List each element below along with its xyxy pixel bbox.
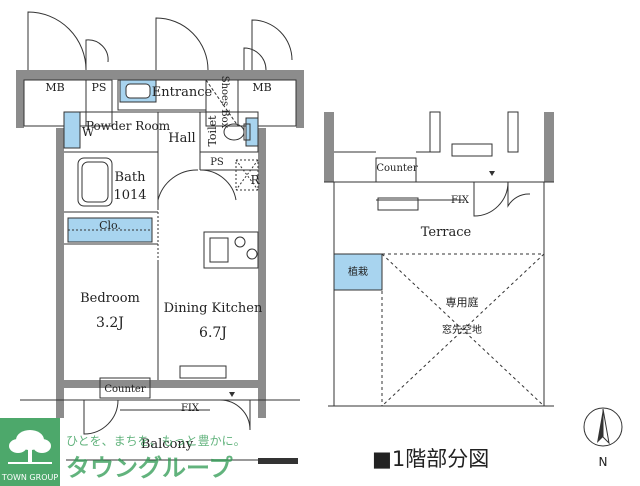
- floor-caption: ■1階部分図: [372, 447, 489, 471]
- balcony-door-swing: [83, 399, 119, 435]
- terrace-plan: [324, 111, 554, 407]
- ps-top-box: [85, 79, 113, 127]
- town-group-logo: [0, 418, 60, 486]
- window-space-label: 窓先空地: [442, 323, 482, 336]
- mb-right-label: MB: [252, 81, 271, 94]
- door-swing-2: [85, 39, 109, 70]
- closet-label: Clo.: [99, 219, 121, 232]
- fix-left-label: FIX: [181, 403, 200, 414]
- counter-right-label: Counter: [376, 163, 417, 174]
- balcony-label: Balcony: [141, 437, 194, 452]
- shoes-box-label: Shoes Box: [219, 76, 230, 129]
- terrace-label: Terrace: [421, 225, 472, 240]
- planter-label: 植栽: [348, 265, 368, 278]
- logo-tagline: ひとを、まちを、もっと豊かに。: [66, 434, 246, 448]
- fix-right-label: FIX: [451, 195, 470, 206]
- compass-north-label: N: [599, 455, 608, 469]
- private-garden-label: 専用庭: [446, 295, 479, 309]
- door-swing-5: [251, 19, 293, 70]
- dining-kitchen-label: Dining Kitchen: [164, 301, 263, 316]
- bath-size-label: 1014: [113, 188, 146, 203]
- toilet-label: Toilet: [206, 115, 219, 147]
- private-garden-area: [381, 253, 545, 407]
- hall-door-swing: [157, 169, 199, 201]
- door-swing-1: [27, 11, 87, 71]
- planter-area: [333, 253, 383, 291]
- hall-label: Hall: [168, 131, 195, 146]
- logo-name-en: TOWN GROUP: [1, 473, 59, 482]
- terrace-door-swing: [473, 181, 509, 217]
- bath-label: Bath: [115, 170, 147, 185]
- entrance-label: Entrance: [152, 85, 213, 100]
- door-swing-4: [243, 47, 267, 71]
- logo-name-jp: タウングループ: [66, 454, 234, 482]
- washer-label: W: [82, 125, 95, 139]
- counter-left-label: Counter: [104, 384, 145, 395]
- bedroom-label: Bedroom: [80, 291, 140, 306]
- unit-plan: [16, 11, 304, 464]
- door-swing-3: [155, 17, 209, 71]
- mb-left-label: MB: [45, 81, 64, 94]
- refrigerator-label: R: [250, 173, 260, 187]
- north-compass-icon: [583, 407, 623, 447]
- ps-top-label: PS: [92, 81, 107, 94]
- bedroom-size-label: 3.2J: [96, 315, 124, 331]
- ps-mid-label: PS: [210, 157, 224, 168]
- powder-room-label: Powder Room: [86, 119, 171, 133]
- dining-kitchen-size-label: 6.7J: [199, 325, 227, 341]
